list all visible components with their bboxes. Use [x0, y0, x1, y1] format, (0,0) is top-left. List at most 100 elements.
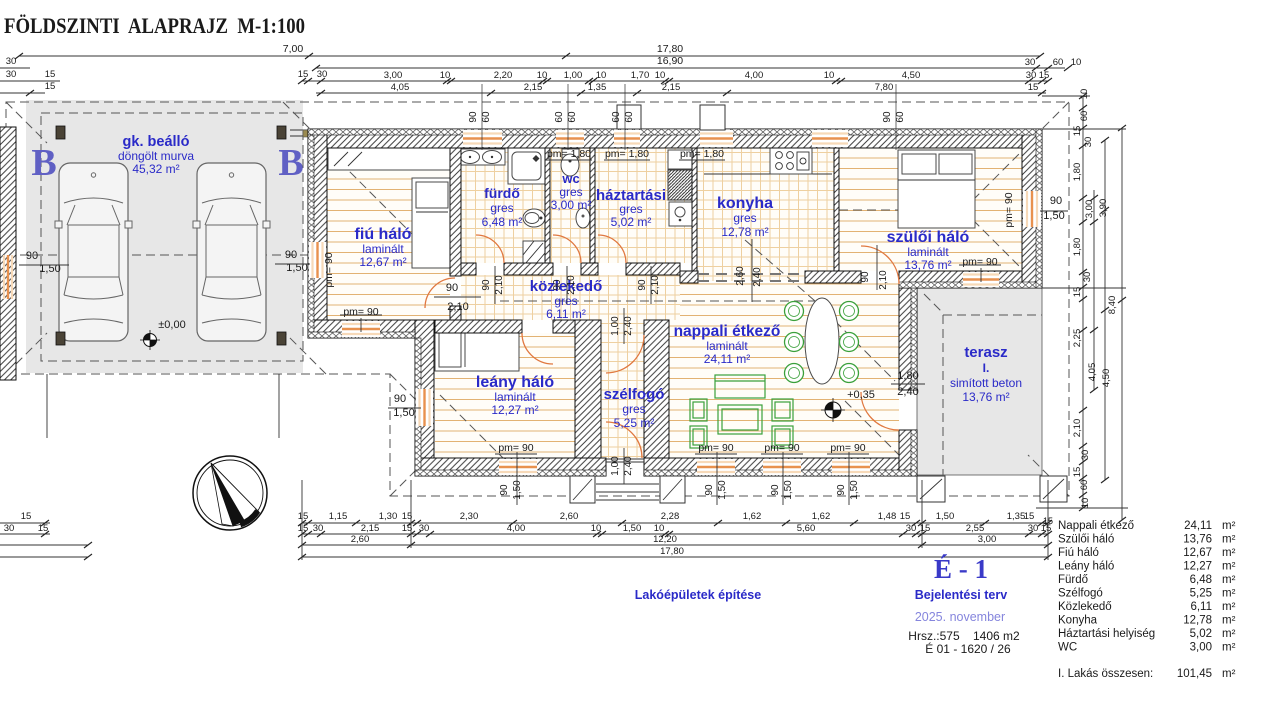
- svg-text:pm= 1,80: pm= 1,80: [547, 148, 591, 160]
- svg-text:15: 15: [1072, 126, 1083, 137]
- svg-text:30: 30: [1082, 272, 1093, 283]
- svg-text:30: 30: [1083, 137, 1094, 148]
- svg-text:15: 15: [1039, 70, 1050, 81]
- svg-text:m²: m²: [1222, 561, 1236, 573]
- svg-text:+0,35: +0,35: [847, 389, 875, 401]
- svg-text:6,48 m²: 6,48 m²: [482, 215, 523, 229]
- svg-text:2,28: 2,28: [661, 511, 680, 522]
- svg-text:90: 90: [468, 111, 479, 123]
- svg-text:30: 30: [313, 523, 324, 534]
- svg-text:konyha: konyha: [717, 195, 773, 212]
- svg-text:1,62: 1,62: [812, 511, 831, 522]
- svg-text:1,50: 1,50: [936, 511, 955, 522]
- svg-text:2,40: 2,40: [897, 386, 918, 398]
- svg-text:16,90: 16,90: [657, 55, 683, 67]
- svg-text:12,67 m²: 12,67 m²: [359, 255, 406, 269]
- svg-text:háztartási: háztartási: [596, 187, 666, 204]
- svg-text:7,80: 7,80: [875, 82, 894, 93]
- svg-text:15: 15: [1043, 516, 1053, 526]
- svg-text:FÖLDSZINTI ALAPRAJZ M-1:100: FÖLDSZINTI ALAPRAJZ M-1:100: [4, 13, 305, 38]
- svg-text:gres: gres: [554, 294, 577, 308]
- svg-text:1,50: 1,50: [286, 262, 307, 274]
- svg-text:90: 90: [882, 111, 893, 123]
- svg-text:15: 15: [298, 523, 309, 534]
- svg-text:laminált: laminált: [494, 390, 536, 404]
- svg-text:15: 15: [21, 511, 32, 522]
- svg-text:1,50: 1,50: [849, 480, 860, 500]
- svg-text:13,76: 13,76: [1183, 534, 1212, 546]
- svg-text:30: 30: [1025, 57, 1036, 68]
- svg-text:15: 15: [1024, 511, 1035, 522]
- svg-text:60: 60: [481, 111, 492, 123]
- svg-text:15: 15: [1072, 287, 1083, 298]
- svg-text:15: 15: [900, 511, 911, 522]
- svg-text:90: 90: [836, 484, 847, 496]
- svg-text:13,76 m²: 13,76 m²: [962, 390, 1009, 404]
- svg-text:6,11 m²: 6,11 m²: [546, 307, 586, 321]
- svg-text:2,40: 2,40: [752, 267, 763, 287]
- svg-text:2,30: 2,30: [460, 511, 479, 522]
- svg-text:laminált: laminált: [907, 245, 949, 259]
- svg-text:10: 10: [596, 70, 607, 81]
- svg-text:90: 90: [499, 484, 510, 496]
- svg-text:WC: WC: [1058, 642, 1077, 654]
- svg-text:2,20: 2,20: [494, 70, 513, 81]
- svg-text:laminált: laminált: [706, 339, 748, 353]
- svg-text:1,50: 1,50: [717, 480, 728, 500]
- svg-text:pm= 90: pm= 90: [962, 256, 997, 268]
- svg-text:4,05: 4,05: [1087, 363, 1098, 382]
- svg-text:30: 30: [6, 56, 17, 67]
- svg-text:1,00: 1,00: [610, 316, 621, 336]
- svg-text:Leány háló: Leány háló: [1058, 561, 1114, 573]
- svg-text:2,15: 2,15: [524, 82, 543, 93]
- svg-text:10: 10: [824, 70, 835, 81]
- svg-text:15: 15: [38, 523, 49, 534]
- svg-text:90: 90: [394, 393, 406, 405]
- svg-text:3,00 m²: 3,00 m²: [551, 198, 592, 212]
- svg-text:101,45: 101,45: [1177, 668, 1212, 680]
- svg-text:90: 90: [860, 271, 871, 283]
- svg-text:B: B: [31, 142, 56, 184]
- svg-text:15: 15: [1041, 523, 1052, 534]
- svg-text:1,70: 1,70: [631, 70, 650, 81]
- svg-text:2,55: 2,55: [966, 523, 985, 534]
- svg-text:3,00: 3,00: [384, 70, 403, 81]
- svg-text:2,40: 2,40: [623, 316, 634, 336]
- svg-text:45,32 m²: 45,32 m²: [132, 162, 179, 176]
- svg-text:3,00: 3,00: [1190, 642, 1212, 654]
- svg-text:Konyha: Konyha: [1058, 615, 1098, 627]
- svg-text:2,60: 2,60: [351, 534, 370, 545]
- svg-text:4,00: 4,00: [745, 70, 764, 81]
- svg-text:közlekedő: közlekedő: [530, 278, 603, 295]
- svg-text:1,62: 1,62: [743, 511, 762, 522]
- svg-text:90: 90: [637, 279, 648, 291]
- svg-text:wc: wc: [561, 171, 579, 186]
- svg-text:2,60: 2,60: [735, 266, 746, 286]
- svg-text:1,50: 1,50: [512, 480, 523, 500]
- svg-text:60: 60: [554, 111, 565, 123]
- svg-text:90: 90: [704, 484, 715, 496]
- svg-text:simított beton: simított beton: [950, 376, 1022, 390]
- svg-text:3,00: 3,00: [978, 534, 997, 545]
- svg-text:15: 15: [920, 523, 931, 534]
- svg-text:gres: gres: [619, 202, 642, 216]
- svg-text:6,48: 6,48: [1190, 574, 1212, 586]
- svg-text:1,50: 1,50: [393, 407, 414, 419]
- svg-text:leány háló: leány háló: [476, 374, 554, 391]
- svg-text:szélfogó: szélfogó: [604, 386, 665, 403]
- svg-text:m²: m²: [1222, 615, 1236, 627]
- svg-text:90: 90: [285, 249, 297, 261]
- svg-text:6,11: 6,11: [1190, 601, 1212, 613]
- svg-text:10: 10: [1071, 57, 1082, 68]
- svg-text:60: 60: [611, 111, 622, 123]
- svg-text:10: 10: [440, 70, 451, 81]
- svg-text:60: 60: [624, 111, 635, 123]
- svg-text:5,25: 5,25: [1190, 588, 1212, 600]
- svg-text:4,50: 4,50: [902, 70, 921, 81]
- svg-text:pm= 1,80: pm= 1,80: [605, 148, 649, 160]
- svg-text:1,80: 1,80: [897, 370, 918, 382]
- svg-text:m²: m²: [1222, 534, 1236, 546]
- svg-text:m²: m²: [1222, 642, 1236, 654]
- svg-text:1,80: 1,80: [1072, 238, 1083, 257]
- svg-text:60: 60: [1053, 57, 1064, 68]
